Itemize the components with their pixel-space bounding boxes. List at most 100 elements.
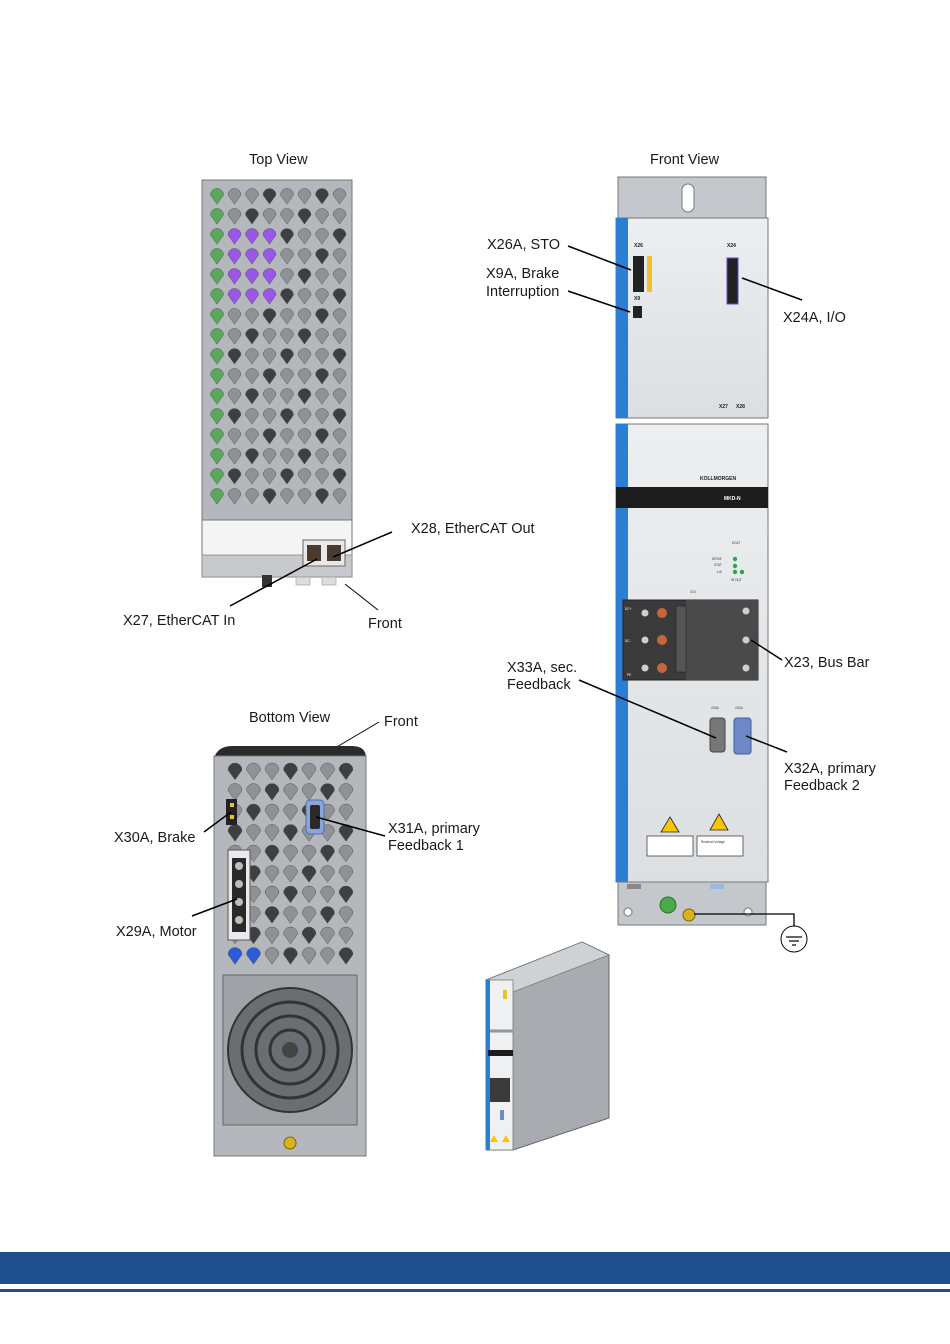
x32a-leader — [745, 735, 788, 753]
vent-hole — [227, 348, 242, 365]
vent-hole — [283, 885, 298, 904]
vent-hole — [210, 468, 224, 485]
vent-hole — [264, 885, 280, 904]
vent-hole — [332, 188, 347, 205]
footer-bar — [0, 1252, 950, 1284]
front-bottom-leader — [334, 721, 380, 749]
x23-label: X23, Bus Bar — [784, 655, 870, 671]
vent-hole — [297, 428, 312, 445]
vent-hole — [332, 308, 347, 325]
vent-hole — [245, 288, 259, 305]
x29-terminal-pe — [235, 916, 243, 924]
model-band — [616, 487, 768, 508]
vent-hole — [283, 803, 298, 822]
vent-hole — [210, 288, 224, 305]
vent-hole — [332, 488, 347, 505]
vent-hole — [262, 368, 277, 385]
vent-hole — [315, 208, 329, 225]
vent-hole — [332, 268, 347, 285]
vent-hole — [227, 268, 242, 285]
bottom-view: Bottom View Front X30A, Brake X31A, prim… — [114, 710, 481, 1157]
vent-hole — [315, 228, 329, 245]
x33a-label-line2: Feedback — [507, 677, 571, 693]
x26-pin-labels — [647, 256, 652, 292]
iso-x26 — [503, 990, 507, 999]
vent-hole — [338, 783, 354, 801]
vent-hole — [245, 308, 259, 325]
x33a-marking: X33A — [711, 706, 720, 710]
vent-hole — [332, 328, 347, 345]
vent-hole — [245, 348, 259, 365]
x28-leader — [332, 531, 393, 558]
vent-hole — [338, 926, 354, 945]
vent-hole — [332, 388, 347, 405]
vent-hole — [264, 762, 280, 781]
vent-hole — [264, 865, 280, 883]
iso-blue-stripe — [486, 980, 490, 1150]
fan-guard-ring-1 — [240, 1000, 340, 1100]
vent-hole — [210, 248, 224, 265]
footer-rule — [0, 1289, 950, 1292]
vent-hole — [280, 288, 294, 305]
la-marking: L/A — [717, 570, 723, 574]
vent-hole — [210, 208, 224, 225]
vent-hole — [262, 388, 277, 405]
vent-hole — [332, 208, 347, 225]
screw-2 — [641, 636, 649, 644]
vent-hole — [297, 228, 312, 245]
iso-feedback-connector — [500, 1110, 504, 1120]
x32a-label-line1: X32A, primary — [784, 761, 877, 777]
vent-hole — [227, 308, 242, 325]
vent-hole — [332, 468, 347, 485]
x23-marking: X23 — [690, 590, 696, 594]
vent-hole — [320, 947, 335, 965]
x33a-label-line1: X33A, sec. — [507, 660, 577, 676]
front-lower-stripe — [616, 424, 628, 882]
vent-hole — [227, 248, 242, 265]
vent-hole — [315, 308, 329, 325]
x29-terminal-v — [235, 880, 243, 888]
vent-hole — [297, 448, 312, 465]
vent-hole — [227, 388, 242, 405]
vent-hole — [227, 762, 243, 781]
warning-icon-left — [660, 816, 680, 833]
vent-hole — [227, 408, 242, 425]
vent-hole — [262, 248, 277, 265]
top-view-foot-1 — [295, 576, 311, 586]
iso-model-band — [488, 1050, 513, 1056]
vent-hole — [338, 844, 354, 863]
x24-connector — [726, 257, 739, 305]
vent-hole — [338, 865, 354, 883]
x32a-connector — [733, 717, 752, 755]
fan-guard-ring-3 — [268, 1028, 312, 1072]
vent-hole — [301, 762, 317, 781]
vent-hole — [297, 288, 312, 305]
model-marking: MKD-N — [724, 496, 741, 502]
vent-hole — [227, 208, 242, 225]
vent-hole — [332, 448, 347, 465]
vent-hole — [227, 328, 242, 345]
vent-hole — [320, 865, 335, 883]
x23-leader — [750, 639, 783, 661]
brand-marking: KOLLMORGEN — [700, 476, 736, 482]
screw-6 — [742, 664, 750, 672]
earth-icon — [780, 925, 808, 953]
vent-hole — [264, 803, 280, 822]
dc-minus-terminal — [657, 635, 667, 645]
top-view: Top View X28, EtherCAT Out X27, EtherCAT… — [123, 152, 535, 632]
vent-hole — [227, 188, 242, 205]
vent-hole — [315, 328, 329, 345]
dc-plus-terminal — [657, 608, 667, 618]
front-view-title: Front View — [650, 152, 720, 168]
vent-hole — [280, 248, 294, 265]
vent-hole — [283, 865, 298, 883]
vent-hole — [280, 368, 294, 385]
vent-hole — [262, 208, 277, 225]
vent-hole — [283, 906, 298, 924]
vent-hole — [338, 824, 354, 842]
vent-hole — [210, 188, 224, 205]
residual-voltage-marking: Residual Voltage — [701, 840, 725, 844]
front-bottom-label: Front — [384, 714, 418, 730]
vent-hole — [320, 926, 335, 945]
vent-hole — [245, 388, 259, 405]
